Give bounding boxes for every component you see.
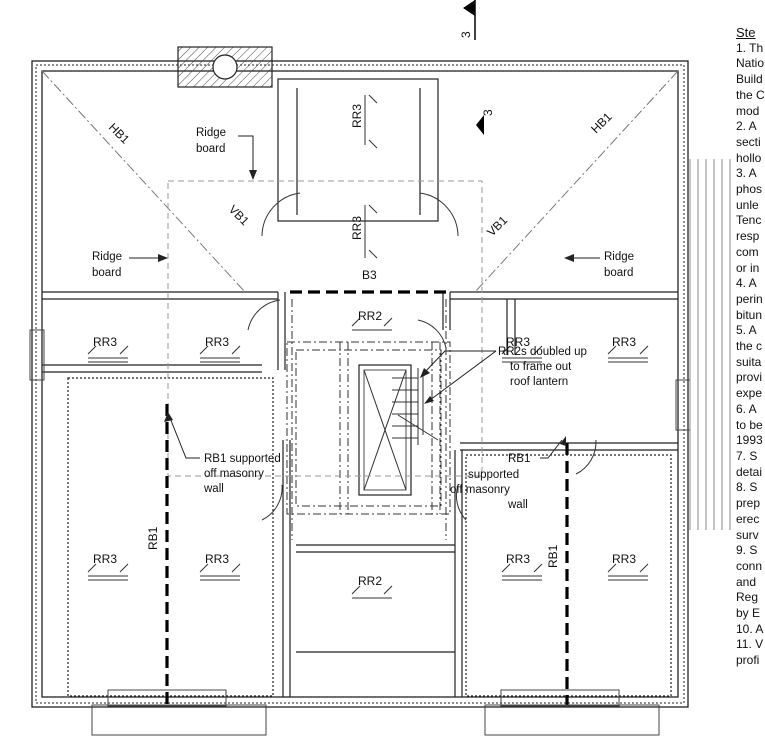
rr3-label: RR3 <box>612 335 636 349</box>
section-label-mid: 3 <box>481 109 495 116</box>
note-line: to be <box>736 417 763 432</box>
rr2s-note: RR2s doubled up <box>498 346 587 358</box>
note-line: the C <box>736 87 765 102</box>
note-line: Reg <box>736 590 759 605</box>
note-line: detai <box>736 464 763 479</box>
door-swings <box>247 192 597 521</box>
rb1-left-note: RB1 supported <box>204 453 281 465</box>
vb1-label: VB1 <box>226 202 252 228</box>
note-line: 11. V <box>736 637 764 652</box>
note-line: 6. A <box>736 401 757 416</box>
rafter-ticks <box>87 94 649 599</box>
note-line: and <box>736 574 757 589</box>
external-steps <box>689 159 731 530</box>
note-line: 2. A <box>736 119 757 134</box>
rr2s-note: to frame out <box>510 361 572 373</box>
note-line: mod <box>736 103 760 118</box>
note-line: secti <box>736 134 761 149</box>
ridge-label: Ridge <box>92 251 122 263</box>
chimney <box>177 46 273 88</box>
ridge-lines <box>167 180 483 477</box>
note-line: 9. S <box>736 543 758 558</box>
note-line: com <box>736 244 759 259</box>
stair-well <box>363 368 439 491</box>
note-line: suita <box>736 354 762 369</box>
note-line: 3. A <box>736 166 757 181</box>
note-line: prep <box>736 496 761 511</box>
rb1-left-note: off masonry <box>204 468 264 480</box>
note-line: 7. S <box>736 448 758 463</box>
note-line: hollo <box>736 150 762 165</box>
rr2-label: RR2 <box>358 309 382 323</box>
rb1-label: RB1 <box>546 544 560 568</box>
note-line: 8. S <box>736 480 758 495</box>
note-line: profi <box>736 653 760 668</box>
section-marker-mid: 3 <box>476 109 495 135</box>
floor-plan: 3 3 RR3 RR3 RR3 RR3 RR3 RR3 RR3 RR3 RR3 … <box>29 0 731 736</box>
note-line: 10. A <box>736 621 764 636</box>
note-line: erec <box>736 511 760 526</box>
note-line: phos <box>736 182 763 197</box>
note-line: Build <box>736 72 763 87</box>
note-line: Natio <box>736 56 765 71</box>
ridge-board-annotations: Ridge board Ridge board Ridge board <box>92 127 634 279</box>
note-line: the c <box>736 339 763 354</box>
vb1-label: VB1 <box>484 213 510 239</box>
rr2s-note: roof lantern <box>510 376 568 388</box>
rr2-label: RR2 <box>358 574 382 588</box>
rafter-labels: RR3 RR3 RR3 RR3 RR3 RR3 RR3 RR3 RR3 RR3 … <box>93 104 636 588</box>
rr3-label: RR3 <box>93 552 117 566</box>
external-walls <box>31 60 689 708</box>
steel-beams <box>165 290 569 705</box>
note-line: surv <box>736 527 759 542</box>
ridge-label: board <box>604 267 633 279</box>
section-marker-top: 3 <box>459 0 476 40</box>
rr3-label: RR3 <box>205 335 229 349</box>
rr3-label: RR3 <box>506 335 530 349</box>
note-line: Tenc <box>736 213 762 228</box>
note-line: resp <box>736 229 760 244</box>
section-label-top: 3 <box>459 31 473 38</box>
callouts: RR2s doubled up to frame out roof lanter… <box>164 346 587 511</box>
hb1-label: HB1 <box>106 120 133 147</box>
rr3-label: RR3 <box>506 552 530 566</box>
interior-walls <box>42 78 678 697</box>
note-line: or in <box>736 260 760 275</box>
rb1-right-note: wall <box>507 499 528 511</box>
rb1-right-note: off masonry <box>450 484 510 496</box>
note-line: conn <box>736 558 763 573</box>
note-line: expe <box>736 386 763 401</box>
rr3-label-vertical: RR3 <box>350 104 364 128</box>
note-line: 4. A <box>736 276 757 291</box>
rr3-label-vertical: RR3 <box>350 216 364 240</box>
rb1-label: RB1 <box>146 526 160 550</box>
hip-lines <box>41 70 679 293</box>
note-line: unle <box>736 197 759 212</box>
rb1-right-note: RB1 <box>508 453 530 465</box>
note-line: 1. Th <box>736 40 764 55</box>
note-line: bitun <box>736 307 763 322</box>
beam-labels: HB1 HB1 VB1 VB1 RB1 RB1 <box>106 109 615 568</box>
ridge-label: Ridge <box>196 127 226 139</box>
notes-panel: Ste 1. Th Natio Build the C mod 2. A sec… <box>736 26 765 750</box>
notes-heading: Ste <box>736 26 756 40</box>
ridge-label: board <box>92 267 121 279</box>
note-line: perin <box>736 291 763 306</box>
rr3-label: RR3 <box>612 552 636 566</box>
lantern-frame <box>286 299 451 540</box>
bay-windows <box>29 329 691 736</box>
b3-label: B3 <box>362 268 377 282</box>
note-line: 5. A <box>736 323 757 338</box>
note-line: provi <box>736 370 763 385</box>
hb1-label: HB1 <box>588 109 615 136</box>
note-line: 1993 <box>736 433 763 448</box>
rb1-right-note: supported <box>468 469 519 481</box>
rb1-left-note: wall <box>203 483 224 495</box>
rr3-label: RR3 <box>205 552 229 566</box>
note-line: by E <box>736 606 761 621</box>
rr3-label: RR3 <box>93 335 117 349</box>
ridge-label: board <box>196 143 225 155</box>
ridge-label: Ridge <box>604 251 634 263</box>
